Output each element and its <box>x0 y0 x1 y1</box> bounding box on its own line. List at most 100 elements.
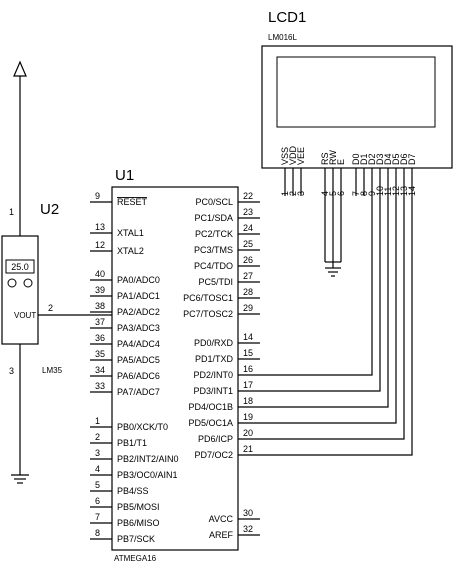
lcd-pin-e-number: 6 <box>336 191 346 196</box>
mcu-pin-34-name: PA6/ADC6 <box>117 371 160 381</box>
mcu-pin-37-name: PA3/ADC3 <box>117 323 160 333</box>
mcu-pin-9-name: RESET <box>117 197 148 207</box>
sensor-part-label: LM35 <box>42 366 63 375</box>
mcu-pin-16-number: 16 <box>243 364 253 374</box>
mcu-pin-25-number: 25 <box>243 239 253 249</box>
lcd-pin-d5-name: D5 <box>391 153 401 165</box>
lcd-ground-icon <box>325 267 341 277</box>
lcd-pin-d2-name: D2 <box>367 153 377 165</box>
lcd-pin-vdd-name: VDD <box>288 145 298 165</box>
mcu-pin-12-number: 12 <box>95 240 105 250</box>
mcu-pin-29-number: 29 <box>243 303 253 313</box>
mcu-pin-27-number: 27 <box>243 271 253 281</box>
data-wire-d6 <box>260 196 405 440</box>
mcu-pin-1-name: PB0/XCK/T0 <box>117 422 168 432</box>
mcu-pin-26-name: PC4/TDO <box>194 261 233 271</box>
mcu-pin-19-name: PD5/OC1A <box>188 418 233 428</box>
mcu-pin-36-name: PA4/ADC4 <box>117 339 160 349</box>
mcu-pin-21-number: 21 <box>243 444 253 454</box>
lcd-pin-d0-number: 7 <box>351 191 361 196</box>
mcu-pin-13-name: XTAL1 <box>117 228 144 238</box>
mcu-pin-5-name: PB4/SS <box>117 486 149 496</box>
lcd-pin-d6-name: D6 <box>399 153 409 165</box>
mcu-pin-30-name: AVCC <box>209 514 234 524</box>
data-wire-d4 <box>260 196 389 408</box>
mcu-pin-20-number: 20 <box>243 428 253 438</box>
mcu-pin-2-name: PB1/T1 <box>117 438 147 448</box>
mcu-pin-29-name: PC7/TOSC2 <box>183 309 233 319</box>
lcd-pin-d5-number: 12 <box>391 186 401 196</box>
mcu-pin-37-number: 37 <box>95 317 105 327</box>
mcu-pin-33-number: 33 <box>95 381 105 391</box>
mcu-pin-6-number: 6 <box>95 496 100 506</box>
mcu-pin-5-number: 5 <box>95 480 100 490</box>
mcu-pin-20-name: PD6/ICP <box>198 434 233 444</box>
mcu-pin-26-number: 26 <box>243 255 253 265</box>
sensor-body <box>1 235 39 345</box>
mcu-body <box>111 186 239 551</box>
mcu-pin-36-number: 36 <box>95 333 105 343</box>
lcd-pin-vee-name: VEE <box>296 147 306 165</box>
mcu-part-label: ATMEGA16 <box>114 554 157 563</box>
sensor-pin3-number: 3 <box>9 366 14 376</box>
mcu-pin-25-name: PC3/TMS <box>194 245 233 255</box>
lcd-part-label: LM016L <box>268 33 297 42</box>
mcu-left-pin-group: 9RESET13XTAL112XTAL240PA0/ADC039PA1/ADC1… <box>90 191 179 544</box>
mcu-pin-14-name: PD0/RXD <box>194 338 234 348</box>
lcd-pin-d6-number: 13 <box>399 186 409 196</box>
lcd-pin-rw-name: RW <box>328 150 338 165</box>
lcd-pin-vss-number: 1 <box>280 191 290 196</box>
lcd-pin-group: VSS1VDD2VEE3RS4RW5E6D07D18D29D310D411D51… <box>280 145 417 196</box>
decrease-button-icon[interactable] <box>7 278 17 288</box>
mcu-pin-23-name: PC1/SDA <box>194 213 233 223</box>
sensor-ground-icon <box>11 474 29 484</box>
lcd-pin-d1-name: D1 <box>359 153 369 165</box>
mcu-pin-18-name: PD4/OC1B <box>188 402 233 412</box>
mcu-pin-32-name: AREF <box>209 530 234 540</box>
lcd-pin-rs-name: RS <box>320 152 330 165</box>
mcu-pin-18-number: 18 <box>243 396 253 406</box>
lcd-pin-vss-name: VSS <box>280 147 290 165</box>
mcu-pin-1-number: 1 <box>95 416 100 426</box>
lcd-pin-d0-name: D0 <box>351 153 361 165</box>
mcu-pin-3-name: PB2/INT2/AIN0 <box>117 454 179 464</box>
mcu-pin-28-number: 28 <box>243 287 253 297</box>
mcu-pin-40-name: PA0/ADC0 <box>117 275 160 285</box>
lcd-pin-d7-name: D7 <box>407 153 417 165</box>
lcd-screen <box>276 56 436 128</box>
mcu-pin-35-number: 35 <box>95 349 105 359</box>
data-wire-d3 <box>260 196 381 392</box>
lcd-pin-d2-number: 9 <box>367 191 377 196</box>
sensor-display <box>5 259 35 274</box>
mcu-pin-12-name: XTAL2 <box>117 246 144 256</box>
mcu-pin-7-number: 7 <box>95 512 100 522</box>
mcu-pin-3-number: 3 <box>95 448 100 458</box>
lcd-pin-rs-number: 4 <box>320 191 330 196</box>
mcu-pin-22-name: PC0/SCL <box>195 197 233 207</box>
mcu-pin-6-name: PB5/MOSI <box>117 502 160 512</box>
mcu-pin-15-number: 15 <box>243 348 253 358</box>
increase-button-icon[interactable] <box>23 278 33 288</box>
mcu-pin-8-name: PB7/SCK <box>117 534 155 544</box>
mcu-pin-34-number: 34 <box>95 365 105 375</box>
sensor-reading: 25.0 <box>11 262 29 272</box>
mcu-pin-17-number: 17 <box>243 380 253 390</box>
mcu-pin-23-number: 23 <box>243 207 253 217</box>
lcd-pin-d3-number: 10 <box>375 186 385 196</box>
mcu-pin-27-name: PC5/TDI <box>198 277 233 287</box>
lcd-pin-d4-name: D4 <box>383 153 393 165</box>
mcu-pin-4-number: 4 <box>95 464 100 474</box>
mcu-pin-39-name: PA1/ADC1 <box>117 291 160 301</box>
data-wire-d7 <box>260 196 413 456</box>
mcu-pin-33-name: PA7/ADC7 <box>117 387 160 397</box>
mcu-pin-40-number: 40 <box>95 269 105 279</box>
mcu-pin-9-number: 9 <box>95 191 100 201</box>
mcu-pin-28-name: PC6/TOSC1 <box>183 293 233 303</box>
mcu-pin-35-name: PA5/ADC5 <box>117 355 160 365</box>
mcu-pin-19-number: 19 <box>243 412 253 422</box>
mcu-pin-17-name: PD3/INT1 <box>193 386 233 396</box>
mcu-right-pin-group: 22PC0/SCL23PC1/SDA24PC2/TCK25PC3/TMS26PC… <box>183 191 260 540</box>
lcd-pin-d4-number: 11 <box>383 187 393 196</box>
data-wire-d2 <box>260 196 373 376</box>
mcu-ref-label: U1 <box>115 167 134 184</box>
